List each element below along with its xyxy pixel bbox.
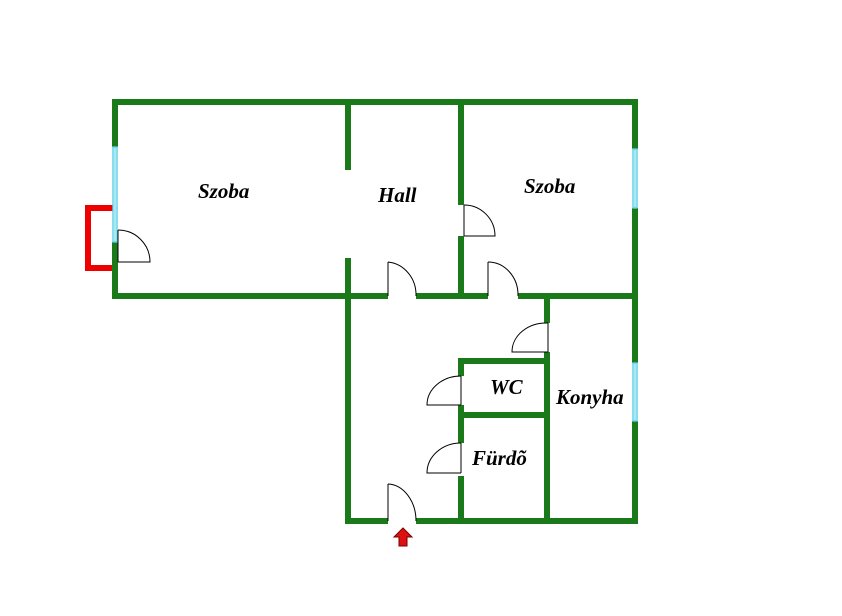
wall-hall-left-lower — [345, 258, 351, 524]
wall-left-upper — [112, 99, 118, 147]
wall-left-lower — [112, 242, 118, 299]
wall-wc-left-upper — [458, 358, 464, 376]
room-label-furdo: Fürdõ — [471, 446, 527, 470]
wall-right-middle — [632, 208, 638, 363]
wall-wc-top — [458, 358, 550, 364]
wall-bottom-right — [416, 518, 638, 524]
door-hall-bottom[interactable] — [387, 261, 417, 297]
wall-wc-left-middle — [458, 405, 464, 443]
wall-top — [112, 99, 638, 105]
wall-hall-left-upper — [345, 99, 351, 170]
room-label-hall: Hall — [377, 183, 417, 207]
room-label-konyha: Konyha — [555, 385, 624, 409]
wall-right-bottom — [632, 421, 638, 524]
wall-kitchen-lower — [544, 352, 550, 524]
entrance-arrow-icon — [392, 527, 414, 547]
room-label-szoba-left: Szoba — [198, 179, 249, 203]
door-right-room[interactable] — [463, 204, 496, 237]
door-kitchen[interactable] — [511, 322, 549, 353]
wall-lower-left — [112, 293, 388, 299]
door-entrance[interactable] — [387, 483, 417, 522]
windows — [112, 146, 638, 422]
room-label-wc: WC — [490, 375, 524, 399]
wall-hall-right-lower — [458, 236, 464, 299]
wall-lower-middle — [416, 293, 488, 299]
wall-right-top — [632, 99, 638, 149]
door-wc[interactable] — [426, 375, 462, 406]
doors — [117, 204, 549, 522]
wall-kitchen-upper — [544, 293, 550, 323]
wall-bath-left-lower — [458, 476, 464, 524]
wall-wc-bottom — [458, 412, 550, 418]
door-balcony[interactable] — [117, 229, 151, 263]
wall-bottom-left — [345, 518, 388, 524]
balcony-outline — [85, 205, 115, 271]
wall-hall-right-upper — [458, 99, 464, 205]
wall-lower-right — [518, 293, 638, 299]
walls — [112, 99, 638, 524]
door-right-room-bottom[interactable] — [487, 261, 519, 297]
door-bathroom[interactable] — [426, 442, 462, 474]
room-label-szoba-right: Szoba — [524, 174, 575, 198]
